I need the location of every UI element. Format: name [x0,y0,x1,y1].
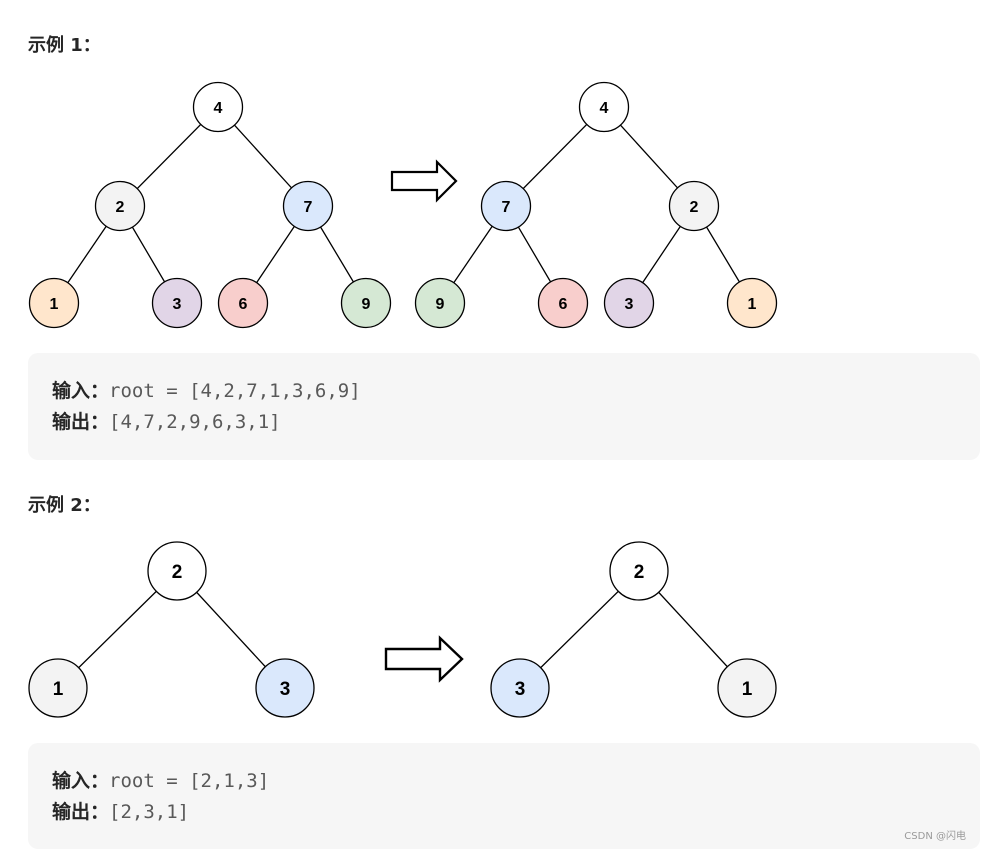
tree-node: 2 [609,541,669,601]
node-value: 2 [690,199,699,216]
watermark: CSDN @闪电 [904,831,966,842]
tree-node: 9 [414,277,466,329]
output-label: 输出： [52,801,110,823]
example-1-heading: 示例 1： [28,35,101,56]
example-1-diagram: 4 2 7 1 3 6 9 4 7 2 9 6 3 1 [28,81,778,329]
node-value: 2 [634,562,645,583]
example-1-code-block: 输入：root = [4,2,7,1,3,6,9] 输出：[4,7,2,9,6,… [28,353,980,460]
tree-node: 4 [192,81,244,133]
node-value: 7 [304,199,313,216]
example-1-edges [53,106,753,304]
node-value: 1 [50,296,59,313]
tree-node: 6 [537,277,589,329]
example-1-before-tree: 4 2 7 1 3 6 9 [28,81,392,329]
node-value: 3 [173,296,182,313]
tree-node: 3 [490,658,550,718]
example-1-after-tree: 4 7 2 9 6 3 1 [414,81,778,329]
output-value: [2,3,1] [109,801,190,823]
tree-node: 9 [340,277,392,329]
node-value: 9 [362,296,371,313]
node-value: 2 [172,562,183,583]
example-2-diagram: 2 1 3 2 3 1 [28,541,777,718]
node-value: 1 [748,296,757,313]
tree-node: 1 [717,658,777,718]
input-label: 输入： [52,770,110,792]
tree-node: 4 [578,81,630,133]
tree-node: 1 [726,277,778,329]
node-value: 2 [116,199,125,216]
node-value: 3 [515,679,526,700]
tree-node: 7 [282,180,334,232]
node-value: 6 [239,296,248,313]
input-line: 输入：root = [2,1,3] [52,769,269,793]
arrow-right-icon [384,635,464,683]
input-value: root = [2,1,3] [109,770,270,792]
node-value: 4 [214,100,223,117]
node-value: 1 [742,679,753,700]
tree-node: 2 [147,541,207,601]
tree-node: 7 [480,180,532,232]
node-value: 6 [559,296,568,313]
example-2-code-block: 输入：root = [2,1,3] 输出：[2,3,1] CSDN @闪电 [28,743,980,849]
input-value: root = [4,2,7,1,3,6,9] [109,380,361,402]
example-2-before-tree: 2 1 3 [28,541,315,718]
input-line: 输入：root = [4,2,7,1,3,6,9] [52,379,361,403]
example-2-heading: 示例 2： [28,495,101,516]
output-line: 输出：[4,7,2,9,6,3,1] [52,410,281,434]
node-value: 4 [600,100,609,117]
node-value: 3 [280,679,291,700]
tree-node: 6 [217,277,269,329]
input-label: 输入： [52,380,110,402]
output-label: 输出： [52,411,110,433]
tree-node: 2 [668,180,720,232]
example-2-after-tree: 2 3 1 [490,541,777,718]
node-value: 1 [53,679,64,700]
node-value: 9 [436,296,445,313]
tree-node: 2 [94,180,146,232]
tree-node: 1 [28,277,80,329]
output-line: 输出：[2,3,1] [52,800,189,824]
arrow-right-icon [390,159,458,203]
node-value: 3 [625,296,634,313]
output-value: [4,7,2,9,6,3,1] [109,411,281,433]
tree-node: 3 [255,658,315,718]
node-value: 7 [502,199,511,216]
tree-node: 1 [28,658,88,718]
tree-node: 3 [603,277,655,329]
tree-node: 3 [151,277,203,329]
